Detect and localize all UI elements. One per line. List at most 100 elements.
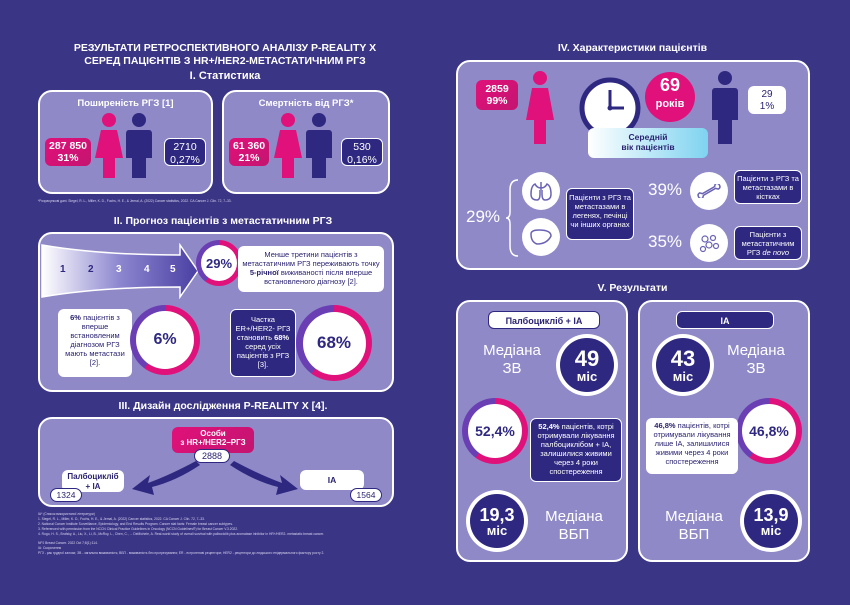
ai-surv-pct: 46,8% (742, 404, 796, 458)
palbo-median-os-label: Медіана ЗВ (483, 342, 541, 377)
palbo-pfs-inner: 19,3 міс (470, 494, 524, 548)
palbo-pfs-number: 19,3 (479, 504, 515, 525)
ai-surv-ring: 46,8% (736, 398, 802, 464)
root-population-count: 2888 (194, 449, 230, 463)
main-title-line1: РЕЗУЛЬТАТИ РЕТРОСПЕКТИВНОГО АНАЛІЗУ P-RE… (73, 42, 377, 54)
er-share-text-b: 68% (274, 333, 290, 342)
right-arm-box: ІА (300, 470, 364, 490)
male-figure-icon (306, 113, 332, 178)
mortality-label: Смертність від РГЗ* (258, 98, 354, 109)
footnote-0: ІА* (Список використаної літератури) (38, 512, 95, 516)
arrow-step-2: 2 (88, 264, 94, 275)
mean-age-label: Середній вік пацієнтів (588, 128, 708, 158)
female-figure-icon (95, 113, 123, 178)
s2-heading: ІІ. Прогноз пацієнтів з метастатичним РГ… (113, 215, 333, 227)
palbo-os-circle: 49 міс (556, 334, 618, 396)
er-share-text-box: Частка ER+/HER2- РГЗ становить 68% серед… (230, 309, 296, 377)
organ-mets-pct: 29% (466, 207, 501, 226)
footnote-1: 1. Siegel, R. L., Miller, K. D., Fuchs, … (38, 517, 205, 521)
ring-6-value: 6% (136, 311, 194, 369)
ai-median-os-label: Медіана ЗВ (727, 342, 785, 377)
metastasis-text-b: пацієнтів з вперше встановленим діагнозо… (65, 313, 125, 367)
mortality-female-box: 61 360 21% (229, 138, 269, 166)
palbo-os-unit: міс (576, 368, 598, 384)
lungs-icon (522, 172, 560, 210)
metastasis-text-box: 6% пацієнтів з вперше встановленим діагн… (58, 309, 132, 377)
palbo-pfs-unit: міс (486, 522, 508, 538)
survival-text-c: виживаності після вперше встановленого д… (264, 268, 373, 286)
bone-mets-pct: 39% (648, 180, 683, 199)
lungs-icon (530, 182, 552, 201)
s3-heading: ІІІ. Дизайн дослідження P-REALITY X [4]. (118, 400, 328, 412)
denovo-pct: 35% (648, 232, 683, 251)
age-circle: 69 років (645, 72, 695, 122)
survival-arrow-graphic (41, 243, 199, 299)
ai-pfs-inner: 13,9 міс (744, 494, 798, 548)
bone-mets-text: Пацієнти з РГЗ та метастазами в кістках (734, 170, 802, 204)
ai-os-inner: 43 міс (656, 338, 710, 392)
ai-os-number: 43 (670, 345, 696, 371)
survival-text-box: Менше третини пацієнтів з метастатичним … (238, 246, 384, 292)
ring-68: 68% (296, 305, 372, 381)
organ-mets-text: Пацієнти з РГЗ та метастазами в легенях,… (566, 188, 634, 240)
survival-text-a: Менше третини пацієнтів з метастатичним … (242, 250, 380, 268)
denovo-text: Пацієнти з метастатичним РГЗ de novo (734, 226, 802, 260)
s1-heading: І. Статистика (189, 70, 261, 82)
footnote-5: NPJ Breast Cancer. 2022 Oct 7;8(1):114. (38, 541, 98, 545)
age-number: 69 (659, 75, 681, 95)
ai-pfs-number: 13,9 (753, 504, 789, 525)
palbo-surv-pct: 52,4% (468, 404, 522, 458)
bone-icon (697, 184, 721, 198)
ai-pfs-unit: міс (760, 522, 782, 538)
ring-29: 29% (196, 240, 242, 286)
footnote-6: ІА: Скорочення (38, 546, 62, 550)
denovo-text-a: Пацієнти з метастатичним РГЗ (741, 230, 795, 257)
footnote-7: РГЗ - рак грудної залози; ЗВ - загальна … (38, 551, 325, 555)
palbo-surv-text-b: пацієнтів, котрі отримували лікування па… (537, 422, 615, 476)
female-count-box: 2859 99% (476, 80, 518, 110)
left-arm-count: 1324 (50, 488, 82, 502)
palbo-median-pfs-label: Медіана ВБП (545, 508, 603, 543)
ring-29-value: 29% (201, 245, 237, 281)
footnote-4: 4. Rugo, H. S., Brufsky, A., Liu, X., Li… (38, 532, 324, 536)
ai-surv-text-a: 46,8% (654, 421, 676, 430)
liver-icon (530, 229, 552, 245)
male-figure-icon (712, 71, 738, 144)
arrow-step-1: 1 (60, 264, 66, 275)
s4-heading: IV. Характеристики пацієнтів (557, 42, 708, 54)
cells-icon (699, 234, 720, 253)
liver-icon (522, 218, 560, 256)
ring-68-value: 68% (302, 311, 366, 375)
male-count-box: 29 1% (748, 86, 786, 114)
prevalence-label: Поширеність РГЗ [1] (77, 98, 174, 109)
arrow-step-3: 3 (116, 264, 122, 275)
ai-surv-text: 46,8% пацієнтів, котрі отримували лікува… (646, 418, 738, 474)
branch-arrows (132, 461, 298, 495)
palbo-pfs-circle: 19,3 міс (466, 490, 528, 552)
main-title-line2: СЕРЕД ПАЦІЄНТІВ З HR+/HER2-МЕТАСТАТИЧНИМ… (84, 55, 366, 67)
root-population-box: Особи з HR+/HER2–РГЗ (172, 427, 254, 453)
ai-os-circle: 43 міс (652, 334, 714, 396)
palbo-surv-text-a: 52,4% (538, 422, 560, 431)
palbo-surv-text: 52,4% пацієнтів, котрі отримували лікува… (530, 418, 622, 482)
age-unit: років (655, 98, 685, 110)
mortality-male-box: 530 0,16% (341, 138, 383, 166)
footnote-2: 2. National Cancer Institute Surveillanc… (38, 522, 233, 526)
palbo-os-inner: 49 міс (560, 338, 614, 392)
female-figure-icon (526, 71, 554, 144)
female-figure-icon (274, 113, 302, 178)
footnote-3: 3. Referenced with permission from the N… (38, 527, 239, 531)
metastasis-text-a: 6% (70, 313, 81, 322)
survival-text-b: 5-річної (249, 268, 279, 277)
right-arm-count: 1564 (350, 488, 382, 502)
ai-os-unit: міс (672, 368, 694, 384)
ai-title: ІА (676, 311, 774, 329)
denovo-text-b: de novo (762, 248, 790, 257)
palbo-surv-ring: 52,4% (462, 398, 528, 464)
palbo-os-number: 49 (574, 345, 600, 371)
cells-icon (690, 224, 728, 262)
palbo-title: Палбоцикліб + ІА (488, 311, 600, 329)
arrow-step-5: 5 (170, 264, 176, 275)
arrow-step-4: 4 (144, 264, 150, 275)
male-figure-icon (126, 113, 152, 178)
